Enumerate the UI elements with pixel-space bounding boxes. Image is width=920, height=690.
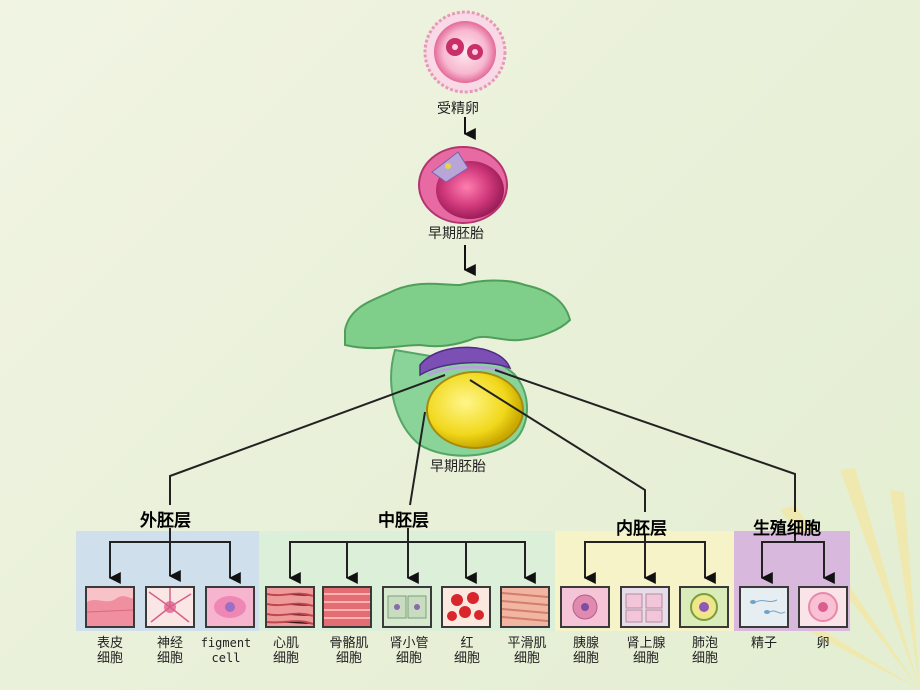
red-blood-cell-icon — [441, 586, 491, 628]
adrenal-cell-icon — [620, 586, 670, 628]
cardiac-muscle-cell-icon — [265, 586, 315, 628]
alveolar-cell-icon — [679, 586, 729, 628]
zygote-label: 受精卵 — [437, 101, 479, 117]
cell-label-epidermal: 表皮细胞 — [96, 636, 123, 666]
cell-label-cardiac: 心肌细胞 — [272, 636, 299, 666]
sperm-cell-icon — [739, 586, 789, 628]
cell-label-skeletal: 骨骼肌细胞 — [329, 636, 369, 666]
egg-cell-icon — [798, 586, 848, 628]
zygote-icon — [423, 10, 507, 94]
endoderm-title: 内胚层 — [616, 519, 667, 539]
germ-cells-title: 生殖细胞 — [753, 519, 821, 539]
pancreatic-cell-icon — [560, 586, 610, 628]
cell-label-adrenal: 肾上腺细胞 — [626, 636, 666, 666]
pigment-cell-icon — [205, 586, 255, 628]
cell-label-nerve: 神经细胞 — [156, 636, 183, 666]
gastrula-icon — [344, 279, 572, 457]
smooth-muscle-cell-icon — [500, 586, 550, 628]
cell-label-red-blood: 红细胞 — [453, 636, 480, 666]
epidermal-cell-icon — [85, 586, 135, 628]
cell-label-smooth-muscle: 平滑肌细胞 — [507, 636, 547, 666]
early-embryo-label: 早期胚胎 — [428, 226, 484, 242]
cell-label-egg: 卵 — [816, 636, 830, 651]
cell-label-sperm: 精子 — [750, 636, 777, 651]
ectoderm-title: 外胚层 — [140, 511, 191, 531]
cell-label-alveolar: 肺泡细胞 — [691, 636, 718, 666]
nerve-cell-icon — [145, 586, 195, 628]
blastula-icon — [418, 146, 508, 224]
cell-label-pancreatic: 胰腺细胞 — [572, 636, 599, 666]
mesoderm-title: 中胚层 — [378, 511, 429, 531]
gastrula-label: 早期胚胎 — [430, 459, 486, 475]
cell-label-renal: 肾小管细胞 — [389, 636, 429, 666]
renal-tubule-cell-icon — [382, 586, 432, 628]
skeletal-muscle-cell-icon — [322, 586, 372, 628]
